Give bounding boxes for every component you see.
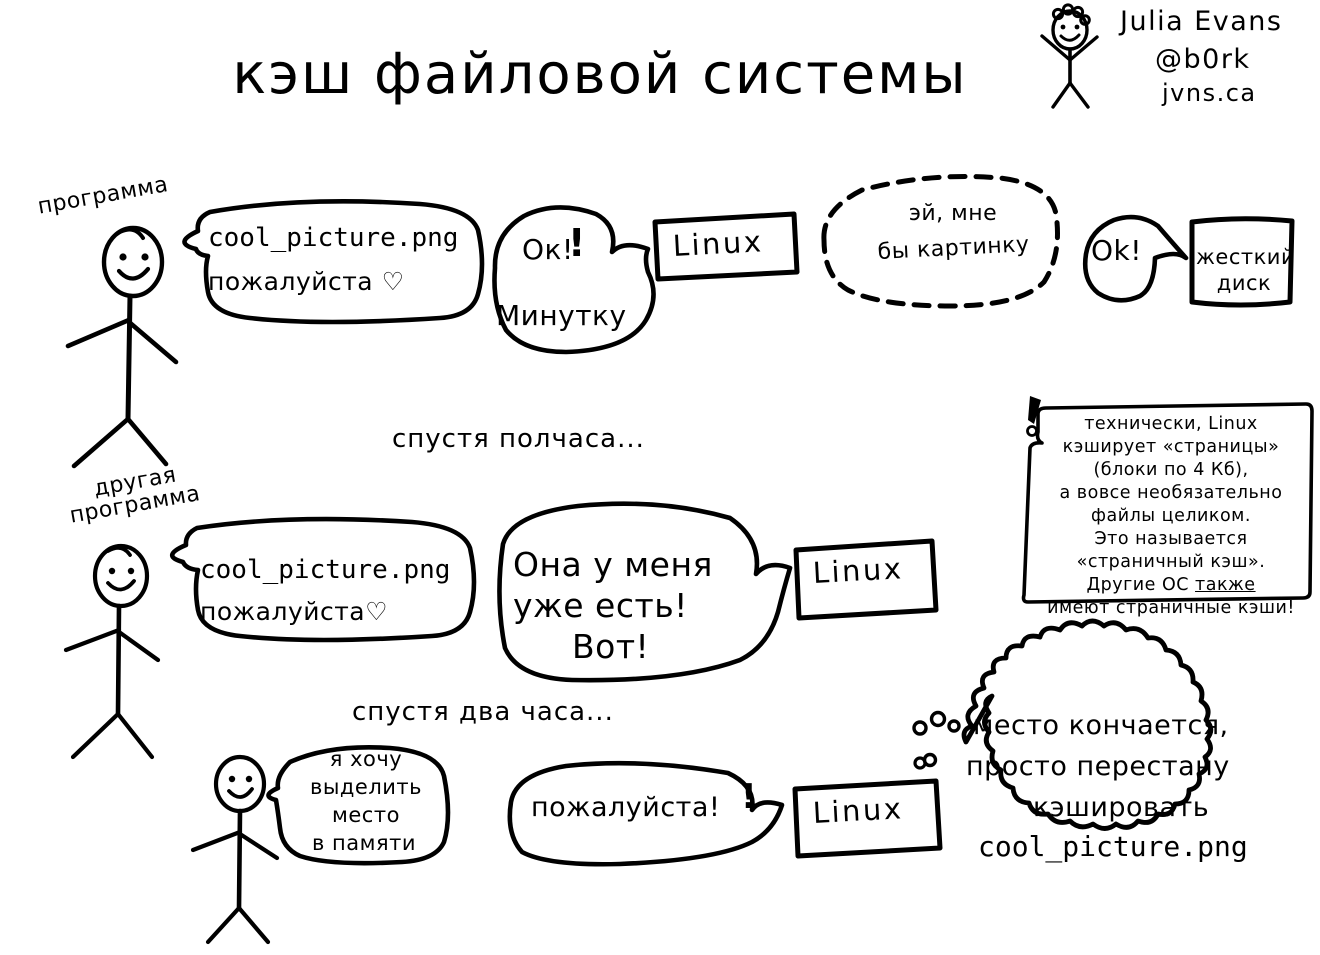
request-please-2: пожалуйста♡ xyxy=(200,597,389,626)
request-please-1: пожалуйста ♡ xyxy=(208,267,405,296)
linux-box-label-1: Linux xyxy=(671,224,765,263)
linux-box-2 xyxy=(793,538,939,621)
interlude-label-1: спустя полчаса... xyxy=(392,424,645,454)
tech-note-line-9: имеют страничные кэши! xyxy=(1047,598,1295,618)
thought-line-1: место кончается, xyxy=(973,710,1229,741)
thought-cloud xyxy=(912,618,1214,831)
linux-box-1 xyxy=(652,211,800,282)
page-title: кэш файловой системы xyxy=(232,42,968,107)
tech-note-line-4: а вовсе необязательно xyxy=(1059,483,1283,503)
tech-note-line-8-underlined: также xyxy=(1195,575,1256,595)
request-bubble-2 xyxy=(169,516,477,643)
author-name: Julia Evans xyxy=(1120,6,1283,37)
linux-reply-bubble-2 xyxy=(497,501,793,683)
request-filename-1: cool_picture.png xyxy=(208,223,459,253)
tech-note-line-2: кэширует «страницы» xyxy=(1062,437,1280,457)
linux-wait-label-1: Минутку xyxy=(496,299,627,332)
tech-note-line-3: (блоки по 4 Кб), xyxy=(1093,460,1249,480)
tech-note-line-8: Другие ОС также xyxy=(1032,574,1310,597)
actor-bubble-3 xyxy=(266,744,451,866)
linux-reply-bubble-1 xyxy=(492,205,656,355)
request-please-3: пожалуйста! xyxy=(531,792,721,823)
hard-disk-box xyxy=(1189,216,1295,308)
thought-line-4: cool_picture.png xyxy=(978,830,1248,863)
exclamation-icon-1: ! xyxy=(568,221,586,265)
exclamation-icon-2: ! xyxy=(741,777,758,817)
thought-line-2: просто перестану xyxy=(966,751,1230,782)
linux-have-it-line-2: уже есть! xyxy=(513,586,688,625)
actor-bubble-3-line-2: выделить xyxy=(309,775,423,799)
request-filename-2: cool_picture.png xyxy=(200,555,451,585)
interlude-label-2: спустя два часа... xyxy=(352,697,614,727)
actor-bubble-3-line-1: я хочу xyxy=(329,747,403,771)
disk-reply-bubble xyxy=(1082,214,1189,303)
tech-note-line-6: Это называется xyxy=(1094,529,1248,549)
disk-request-line-1: эй, мне xyxy=(908,201,998,226)
linux-have-it-line-3: Вот! xyxy=(572,627,650,666)
author-stick-figure xyxy=(1040,3,1099,109)
disk-request-dashed-bubble xyxy=(821,174,1060,309)
author-handle: @b0rk xyxy=(1155,44,1251,75)
disk-ok-label: Ok! xyxy=(1091,234,1142,267)
tech-note-line-1: технически, Linux xyxy=(1084,414,1258,434)
thought-line-3: кэшировать xyxy=(1033,792,1210,823)
technical-note-box xyxy=(1021,396,1314,604)
program-stick-figure-1 xyxy=(65,225,179,469)
hard-disk-label-line-1: жесткий xyxy=(1196,245,1296,269)
linux-ok-label-1: Ок! xyxy=(522,233,574,266)
actor-bubble-3-line-3: место xyxy=(332,803,400,827)
actor-bubble-3-line-4: в памяти xyxy=(311,831,416,855)
program-stick-figure-2 xyxy=(63,543,161,760)
tech-note-line-8-prefix: Другие ОС xyxy=(1086,575,1196,595)
linux-box-label-3: Linux xyxy=(811,791,905,830)
program-stick-figure-3 xyxy=(190,754,280,945)
tech-note-line-7: «страничный кэш». xyxy=(1076,552,1266,572)
tech-note-line-5: файлы целиком. xyxy=(1091,506,1251,526)
request-bubble-1 xyxy=(182,199,485,325)
hard-disk-label-line-2: диск xyxy=(1216,271,1272,295)
request-bubble-3 xyxy=(507,760,785,867)
linux-box-label-2: Linux xyxy=(811,551,905,590)
author-site: jvns.ca xyxy=(1162,79,1257,107)
linux-have-it-line-1: Она у меня xyxy=(513,545,713,584)
